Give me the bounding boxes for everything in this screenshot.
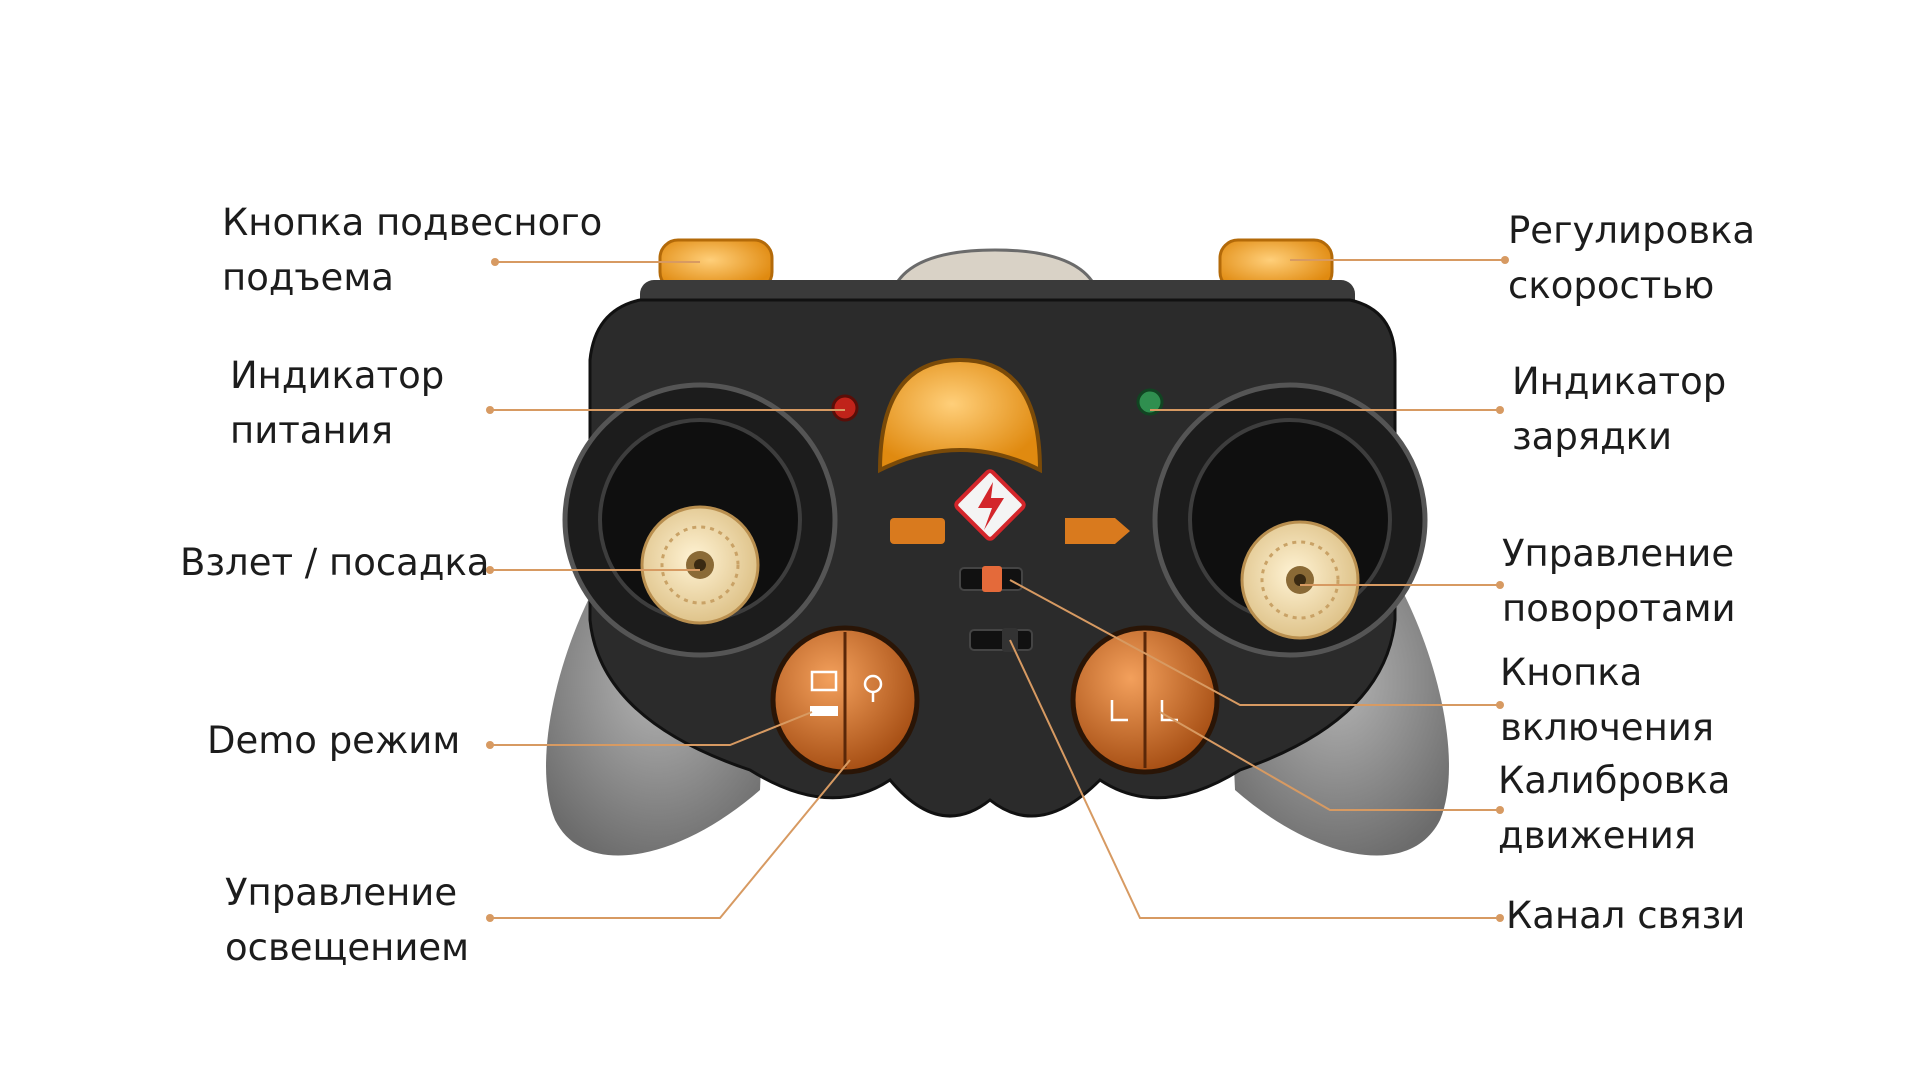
left-joystick[interactable] bbox=[640, 505, 760, 625]
label-takeoff-landing: Взлет / посадка bbox=[180, 541, 490, 584]
leader-light-control bbox=[490, 759, 851, 919]
charge-led bbox=[1136, 388, 1164, 416]
label-speed-control: Регулировка скоростью bbox=[1508, 209, 1756, 307]
label-power-indicator: Индикатор питания bbox=[230, 354, 445, 452]
left-trim-bar bbox=[890, 518, 945, 544]
label-comm-channel: Канал связи bbox=[1506, 894, 1746, 937]
leader-lines bbox=[490, 259, 1505, 919]
light-bulb-icon bbox=[863, 674, 883, 702]
label-motion-calibration: Калибровка движения bbox=[1498, 759, 1731, 857]
label-demo-mode: Demo режим bbox=[207, 719, 461, 762]
demo-icon bbox=[810, 670, 838, 716]
label-power-button: Кнопка включения bbox=[1500, 651, 1715, 749]
leader-dots bbox=[486, 256, 1509, 922]
leader-power-button bbox=[1009, 579, 1500, 706]
label-charge-indicator: Индикатор зарядки bbox=[1512, 360, 1727, 458]
power-switch[interactable] bbox=[959, 566, 1023, 592]
center-display bbox=[877, 357, 1043, 474]
demo-light-button[interactable] bbox=[770, 625, 920, 775]
label-turn-control: Управление поворотами bbox=[1502, 532, 1736, 630]
right-joystick[interactable] bbox=[1240, 520, 1360, 640]
lightning-bolt-icon bbox=[954, 469, 1026, 541]
label-lift-button: Кнопка подвесного подъема bbox=[222, 201, 603, 299]
channel-switch[interactable] bbox=[969, 628, 1033, 652]
right-trim-bar bbox=[1065, 518, 1130, 544]
calibration-button[interactable] bbox=[1070, 625, 1220, 775]
label-light-control: Управление освещением bbox=[225, 871, 470, 969]
leader-comm-channel bbox=[1009, 639, 1500, 919]
leader-demo-mode bbox=[490, 711, 813, 746]
power-led bbox=[831, 394, 859, 422]
leader-motion-calibration bbox=[1159, 711, 1500, 811]
